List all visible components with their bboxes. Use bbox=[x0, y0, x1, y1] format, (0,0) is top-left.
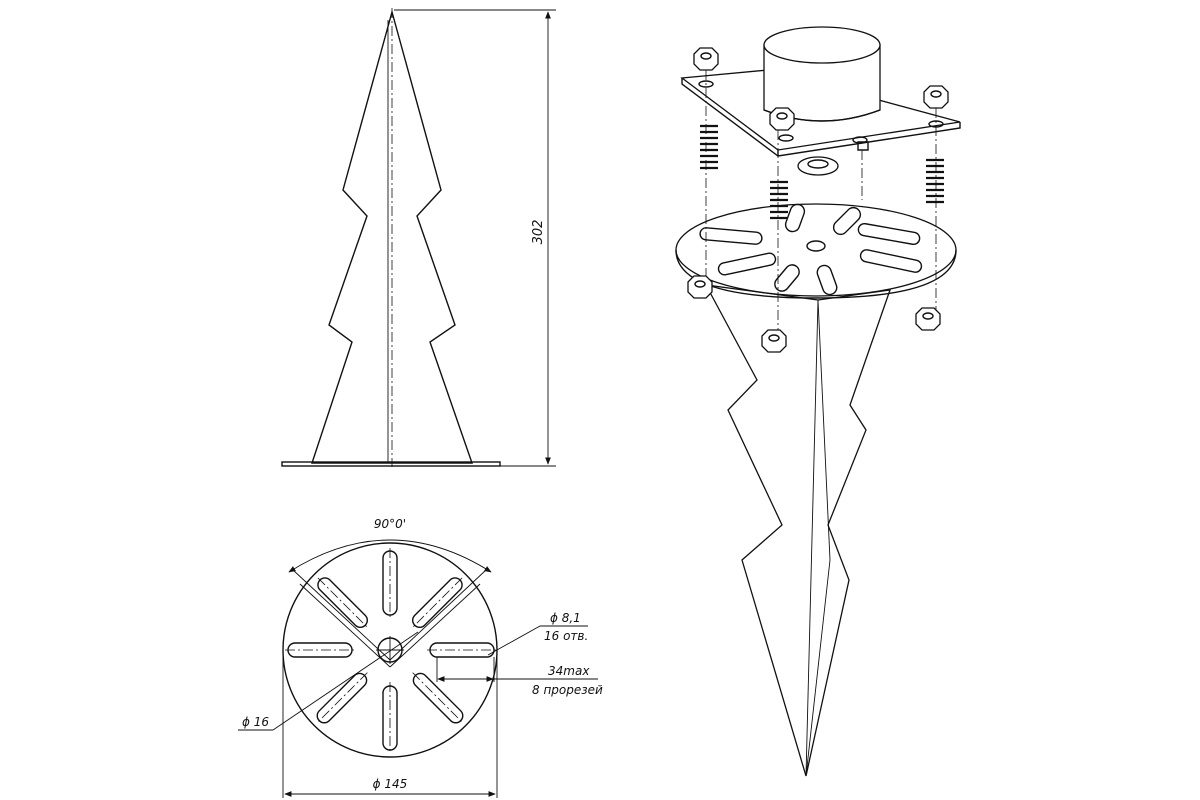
hole-diameter-label: ϕ 8,1 bbox=[550, 611, 581, 625]
spike-3d bbox=[704, 284, 891, 777]
center-washer bbox=[797, 156, 839, 176]
slot-length-label: 34max bbox=[548, 664, 590, 678]
angle-label: 90°0' bbox=[374, 517, 406, 531]
disk-3d bbox=[675, 203, 957, 299]
hole-count-label: 16 отв. bbox=[544, 629, 588, 643]
height-label: 302 bbox=[531, 220, 546, 245]
exploded-view bbox=[675, 26, 961, 777]
nuts-top bbox=[693, 47, 949, 131]
tube-3d bbox=[763, 26, 881, 122]
nuts-bottom bbox=[687, 275, 941, 353]
assembly-axes bbox=[705, 70, 937, 340]
base-plate-edge bbox=[281, 461, 501, 467]
plan-view: 90°0' bbox=[238, 517, 603, 798]
center-hole-label: ϕ 16 bbox=[242, 715, 269, 729]
center-hole-leader bbox=[272, 631, 419, 731]
springs bbox=[700, 124, 944, 220]
side-view: 302 bbox=[281, 8, 556, 467]
slot-centerlines bbox=[285, 548, 497, 752]
disk-diameter-label: ϕ 145 bbox=[373, 777, 408, 791]
angle-dimension-arc bbox=[288, 539, 492, 573]
slot-count-label: 8 прорезей bbox=[532, 683, 603, 697]
